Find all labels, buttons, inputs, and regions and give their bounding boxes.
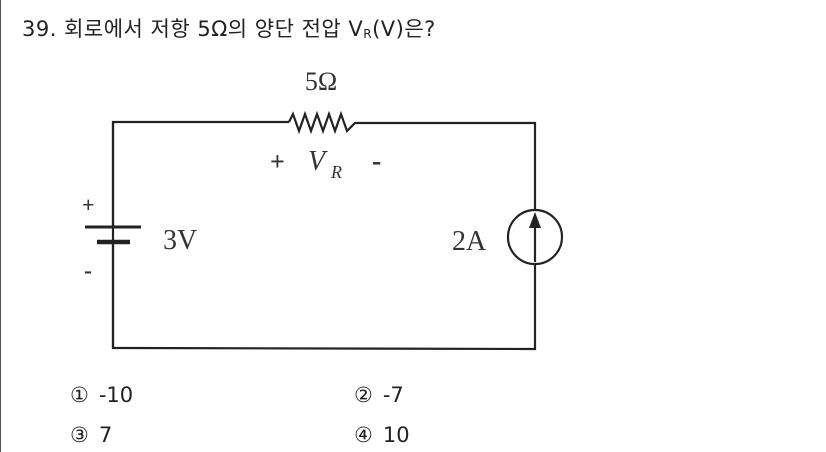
current-source-icon xyxy=(506,208,564,266)
question-text: 39. 회로에서 저항 5Ω의 양단 전압 VR(V)은? xyxy=(22,13,436,43)
question-body-end: (V)은? xyxy=(372,17,436,41)
option-4[interactable]: ④ 10 xyxy=(354,423,410,447)
wire-top-right xyxy=(360,121,537,209)
arrow-up-icon xyxy=(529,212,541,228)
battery-plus: + xyxy=(82,192,95,217)
battery-label: 3V xyxy=(163,225,197,256)
vr-minus: - xyxy=(372,146,381,177)
question-number: 39. xyxy=(22,17,57,41)
option-marker: ④ xyxy=(354,423,373,447)
current-source-label: 2A xyxy=(452,226,487,257)
option-1[interactable]: ① -10 xyxy=(70,383,133,407)
vr-label: V xyxy=(308,146,328,177)
option-marker: ① xyxy=(70,383,89,407)
option-value: 7 xyxy=(98,423,113,447)
question-body: 회로에서 저항 5Ω의 양단 전압 V xyxy=(64,17,364,41)
option-value: 10 xyxy=(382,423,410,447)
battery-minus: - xyxy=(84,258,92,284)
option-marker: ② xyxy=(354,383,373,407)
option-2[interactable]: ② -7 xyxy=(354,383,404,407)
resistor-icon xyxy=(288,110,360,135)
wire-bottom xyxy=(111,242,537,351)
option-marker: ③ xyxy=(70,423,89,447)
option-value: -7 xyxy=(382,383,404,407)
question-subscript: R xyxy=(363,27,373,41)
vr-plus: + xyxy=(270,147,285,176)
resistor-label: 5Ω xyxy=(305,67,337,96)
vr-sub: R xyxy=(330,162,342,182)
option-value: -10 xyxy=(98,383,134,407)
